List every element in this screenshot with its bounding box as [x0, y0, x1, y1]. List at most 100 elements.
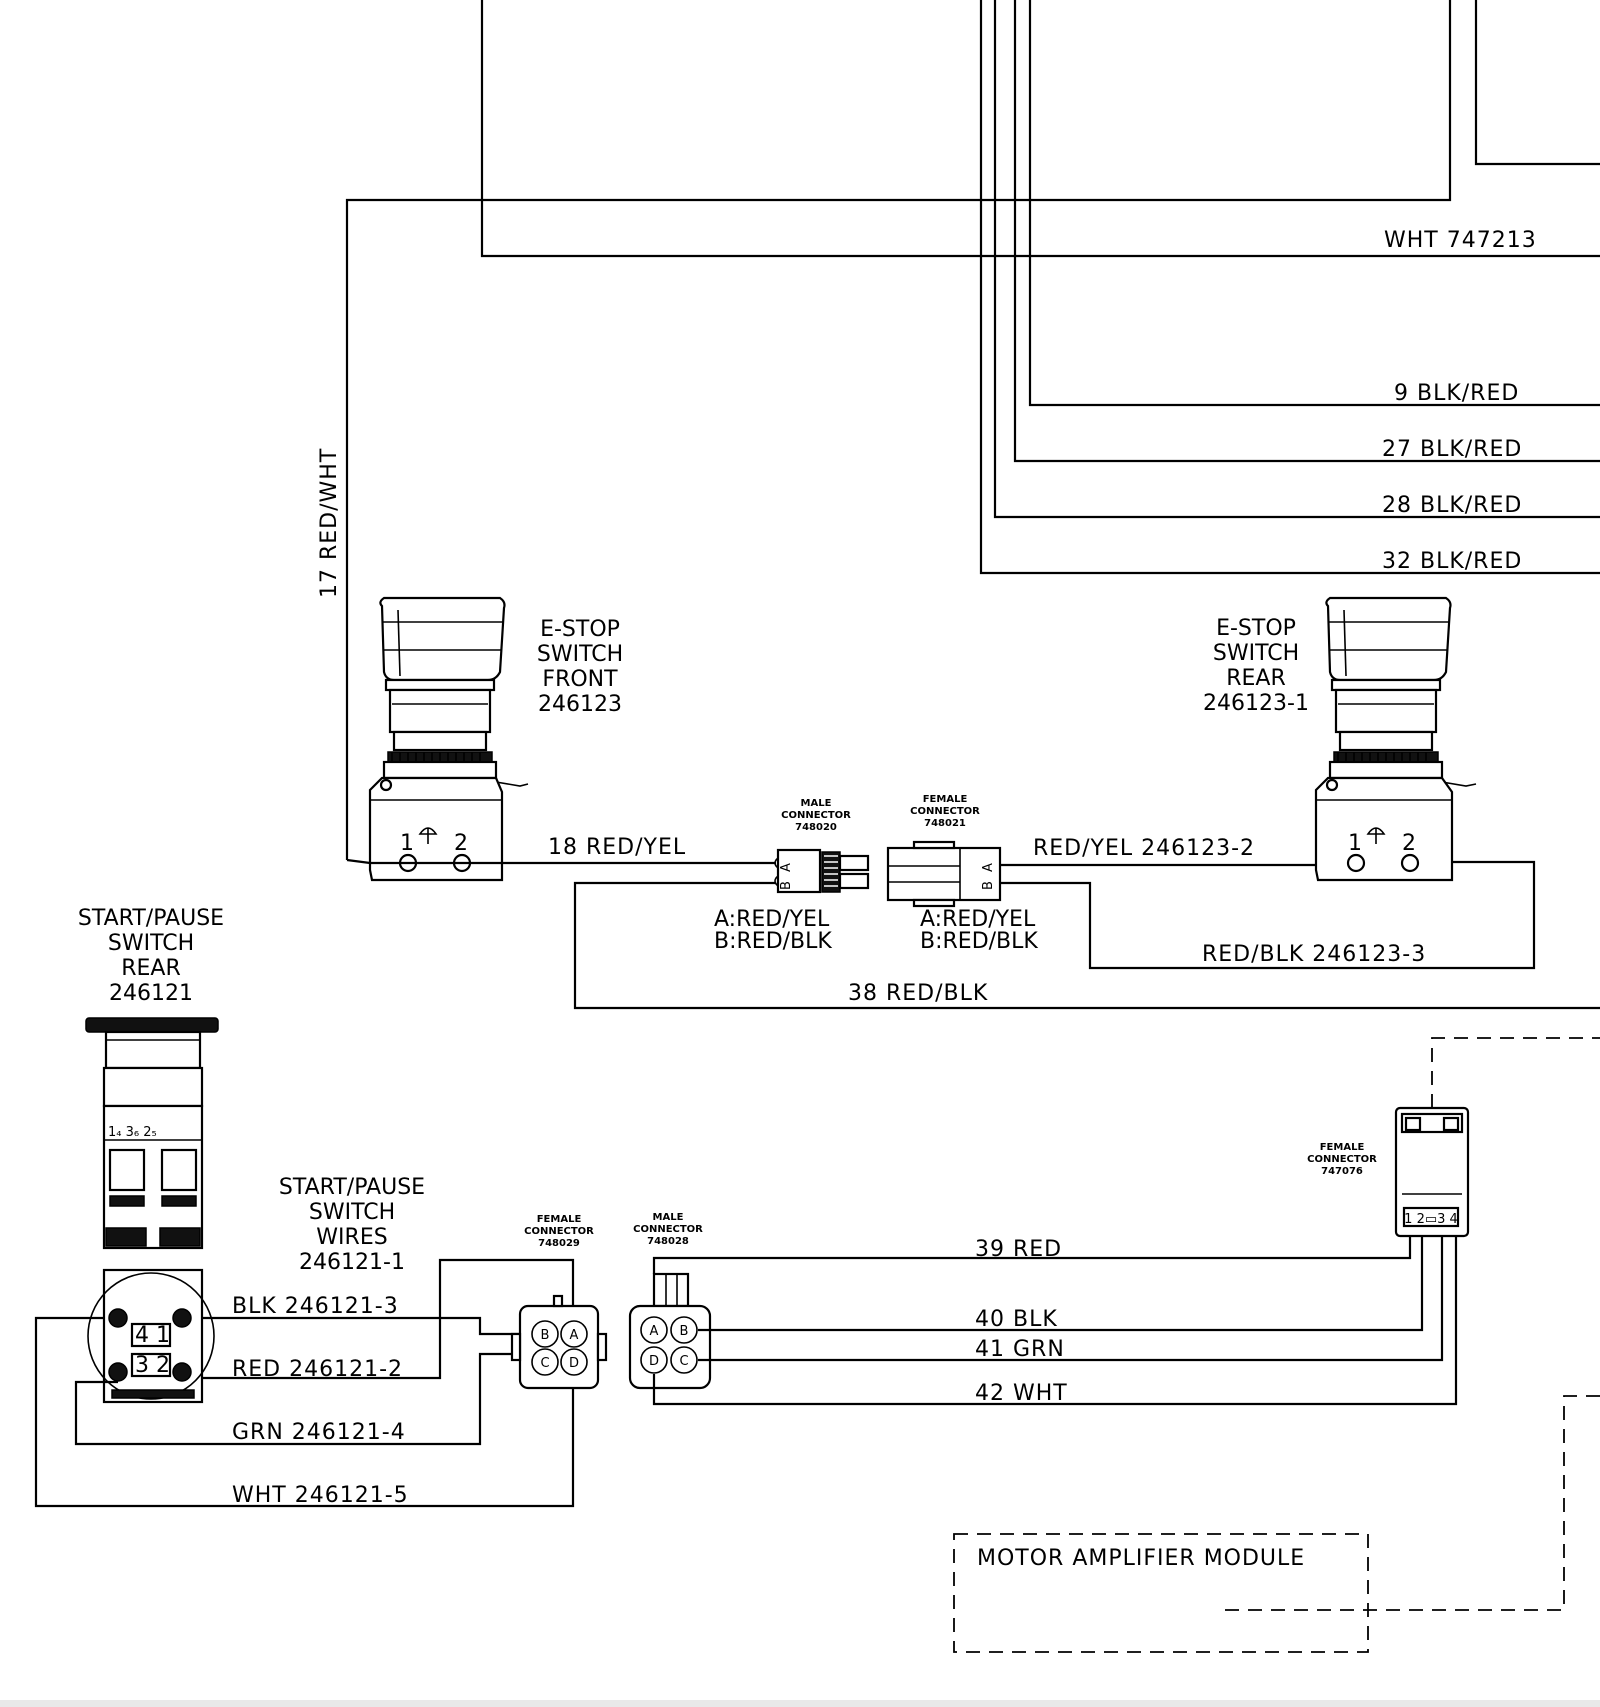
svg-text:SWITCH: SWITCH [1213, 641, 1299, 666]
svg-text:246123: 246123 [538, 692, 622, 717]
male-748028-pin-a: A [650, 1324, 659, 1339]
motor-wires [652, 1236, 1458, 1406]
svg-text:CONNECTOR: CONNECTOR [633, 1224, 703, 1235]
wire-label-27: 27 BLK/RED [1382, 437, 1522, 462]
wire-label-blk-246121-3: BLK 246121-3 [232, 1294, 399, 1319]
svg-text:246121-1: 246121-1 [299, 1250, 405, 1275]
svg-text:246121: 246121 [109, 981, 193, 1006]
svg-text:CONNECTOR: CONNECTOR [1307, 1154, 1377, 1165]
start-pause-switch-body [85, 1017, 219, 1250]
estop-rear-label: E-STOP SWITCH REAR 246123-1 [1203, 616, 1309, 716]
svg-text:SWITCH: SWITCH [309, 1200, 395, 1225]
wire-label-32: 32 BLK/RED [1382, 549, 1522, 574]
wire-label-42: 42 WHT [975, 1381, 1068, 1406]
wire-label-28: 28 BLK/RED [1382, 493, 1522, 518]
svg-text:B:RED/BLK: B:RED/BLK [920, 929, 1038, 954]
estop-wires [346, 858, 1600, 1010]
male-connector-748020-pinout: A:RED/YEL B:RED/BLK [714, 907, 832, 954]
top-wires [345, 0, 1600, 860]
male-748028-pin-c: C [679, 1354, 688, 1369]
svg-text:748021: 748021 [924, 818, 966, 829]
female-connector-748021 [886, 840, 1002, 908]
start-pause-switch-wires-label: START/PAUSE SWITCH WIRES 246121-1 [279, 1175, 425, 1275]
estop-rear-switch [1314, 596, 1477, 882]
svg-text:REAR: REAR [121, 956, 181, 981]
estop-front-pin-1: 1 [400, 831, 414, 856]
start-pause-pins-32: 3 2 [135, 1353, 170, 1378]
female-connector-747076-label: FEMALE CONNECTOR 747076 [1307, 1142, 1377, 1177]
wire-label-wht-246121-5: WHT 246121-5 [232, 1483, 409, 1508]
wire-label-18: 18 RED/YEL [548, 835, 686, 860]
svg-text:START/PAUSE: START/PAUSE [279, 1175, 425, 1200]
wire-label-grn-246121-4: GRN 246121-4 [232, 1420, 406, 1445]
svg-text:748020: 748020 [795, 822, 837, 833]
wire-label-17: 17 RED/WHT [317, 448, 342, 598]
male-748028-pin-b: B [680, 1324, 689, 1339]
estop-front-label: E-STOP SWITCH FRONT 246123 [537, 617, 623, 717]
female-748029-pin-d: D [569, 1356, 579, 1371]
wire-label-39: 39 RED [975, 1237, 1062, 1262]
svg-text:B:RED/BLK: B:RED/BLK [714, 929, 832, 954]
motor-amplifier-module-box [953, 1533, 1369, 1653]
start-pause-wires [34, 1258, 575, 1508]
male-connector-748020 [774, 848, 870, 894]
svg-text:MALE: MALE [653, 1212, 684, 1223]
svg-text:748028: 748028 [647, 1236, 689, 1247]
svg-text:A:RED/YEL: A:RED/YEL [920, 907, 1036, 932]
wire-label-9: 9 BLK/RED [1394, 381, 1519, 406]
bottom-edge-bar [0, 1700, 1600, 1707]
female-747076-pins: 1 2▭3 4 [1404, 1212, 1458, 1227]
svg-text:MALE: MALE [801, 798, 832, 809]
wire-label-red-yel-246123-2: RED/YEL 246123-2 [1033, 836, 1255, 861]
male-connector-748028-label: MALE CONNECTOR 748028 [633, 1212, 703, 1247]
svg-text:SWITCH: SWITCH [108, 931, 194, 956]
svg-text:REAR: REAR [1226, 666, 1286, 691]
start-pause-switch-rear-label: START/PAUSE SWITCH REAR 246121 [78, 906, 224, 1006]
female-748029-pin-c: C [540, 1356, 549, 1371]
svg-text:E-STOP: E-STOP [540, 617, 620, 642]
male-748020-pin-a: A [779, 863, 794, 872]
dashed-lines [1216, 1037, 1600, 1611]
estop-rear-pin-1: 1 [1348, 831, 1362, 856]
svg-text:246123-1: 246123-1 [1203, 691, 1309, 716]
female-connector-748021-label: FEMALE CONNECTOR 748021 [910, 794, 980, 829]
svg-text:FRONT: FRONT [542, 667, 618, 692]
start-pause-top-pins: 1₄ 3₆ 2₅ [108, 1125, 157, 1140]
male-748028-pin-d: D [649, 1354, 659, 1369]
start-pause-contact-block [87, 1268, 215, 1404]
svg-text:CONNECTOR: CONNECTOR [910, 806, 980, 817]
wire-label-40: 40 BLK [975, 1307, 1058, 1332]
female-connector-748029 [510, 1294, 608, 1390]
svg-text:FEMALE: FEMALE [923, 794, 968, 805]
female-748029-pin-b: B [541, 1328, 550, 1343]
svg-text:CONNECTOR: CONNECTOR [781, 810, 851, 821]
svg-text:CONNECTOR: CONNECTOR [524, 1226, 594, 1237]
female-748029-pin-a: A [570, 1328, 579, 1343]
wire-label-38: 38 RED/BLK [848, 981, 988, 1006]
female-748021-pin-a: A [981, 863, 996, 872]
motor-amplifier-module-label: MOTOR AMPLIFIER MODULE [977, 1546, 1305, 1571]
female-connector-748029-label: FEMALE CONNECTOR 748029 [524, 1214, 594, 1249]
estop-front-pin-2: 2 [454, 831, 468, 856]
svg-text:E-STOP: E-STOP [1216, 616, 1296, 641]
svg-text:START/PAUSE: START/PAUSE [78, 906, 224, 931]
wire-label-red-246121-2: RED 246121-2 [232, 1357, 403, 1382]
svg-text:FEMALE: FEMALE [537, 1214, 582, 1225]
svg-text:A:RED/YEL: A:RED/YEL [714, 907, 830, 932]
male-748020-pin-b: B [779, 881, 794, 890]
svg-text:WIRES: WIRES [316, 1225, 387, 1250]
wire-label-red-blk-246123-3: RED/BLK 246123-3 [1202, 942, 1426, 967]
svg-text:SWITCH: SWITCH [537, 642, 623, 667]
wire-label-wht-747213: WHT 747213 [1384, 228, 1537, 253]
wire-label-41: 41 GRN [975, 1337, 1065, 1362]
estop-rear-pin-2: 2 [1402, 831, 1416, 856]
svg-text:FEMALE: FEMALE [1320, 1142, 1365, 1153]
female-connector-748021-pinout: A:RED/YEL B:RED/BLK [920, 907, 1038, 954]
male-connector-748020-label: MALE CONNECTOR 748020 [781, 798, 851, 833]
male-connector-748028 [628, 1272, 712, 1390]
svg-text:747076: 747076 [1321, 1166, 1363, 1177]
estop-front-switch [368, 596, 529, 882]
female-748021-pin-b: B [981, 881, 996, 890]
svg-text:748029: 748029 [538, 1238, 580, 1249]
